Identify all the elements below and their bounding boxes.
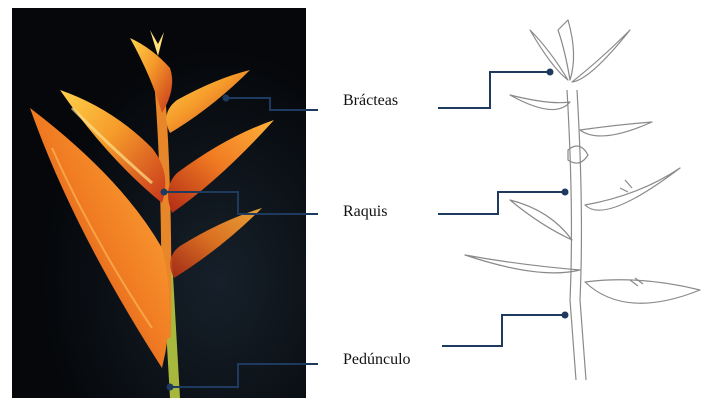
sketch-bract-top <box>557 19 575 81</box>
sketch-bract-top-left <box>529 29 569 81</box>
bract-highlight <box>70 106 153 185</box>
leader-pedunculo-right <box>442 314 565 347</box>
label-bracteas: Brácteas <box>343 92 399 109</box>
bract-top <box>130 38 173 113</box>
leader-dot <box>561 311 569 319</box>
sketch-detail <box>629 277 644 287</box>
leader-dot <box>166 383 174 391</box>
leader-dot <box>222 94 230 102</box>
label-raquis: Raquis <box>343 203 388 220</box>
bract-upper-right <box>166 70 250 133</box>
leader-raquis-right <box>438 191 565 215</box>
leader-dot <box>561 188 569 196</box>
label-pedunculo: Pedúnculo <box>343 351 411 368</box>
sketch-bract-4l <box>464 254 581 274</box>
sketch-node <box>567 145 589 164</box>
sketch-bract-3r <box>584 167 681 211</box>
sketch-stem <box>566 89 577 381</box>
heliconia-photo <box>12 8 306 398</box>
leader-bracteas-left <box>226 97 318 111</box>
heliconia-sketch <box>464 19 701 381</box>
leader-raquis-left <box>164 191 318 215</box>
bract-mid-right <box>168 120 274 213</box>
bract-tip <box>150 30 164 56</box>
leader-pedunculo-left <box>170 363 318 388</box>
leader-dot <box>160 188 168 196</box>
sketch-bract-3l <box>509 199 573 241</box>
sketch-stem-edge <box>576 89 587 381</box>
leader-dot <box>546 68 554 76</box>
sketch-bract-4r <box>584 279 701 304</box>
bract-lower-right <box>170 208 262 278</box>
sketch-bract-top-right <box>571 29 631 83</box>
sketch-bract-2l <box>509 94 571 111</box>
bract-highlight <box>51 147 153 329</box>
sketch-bract-2r <box>579 121 653 137</box>
leader-bracteas-right <box>438 71 550 109</box>
sketch-detail <box>619 179 633 193</box>
